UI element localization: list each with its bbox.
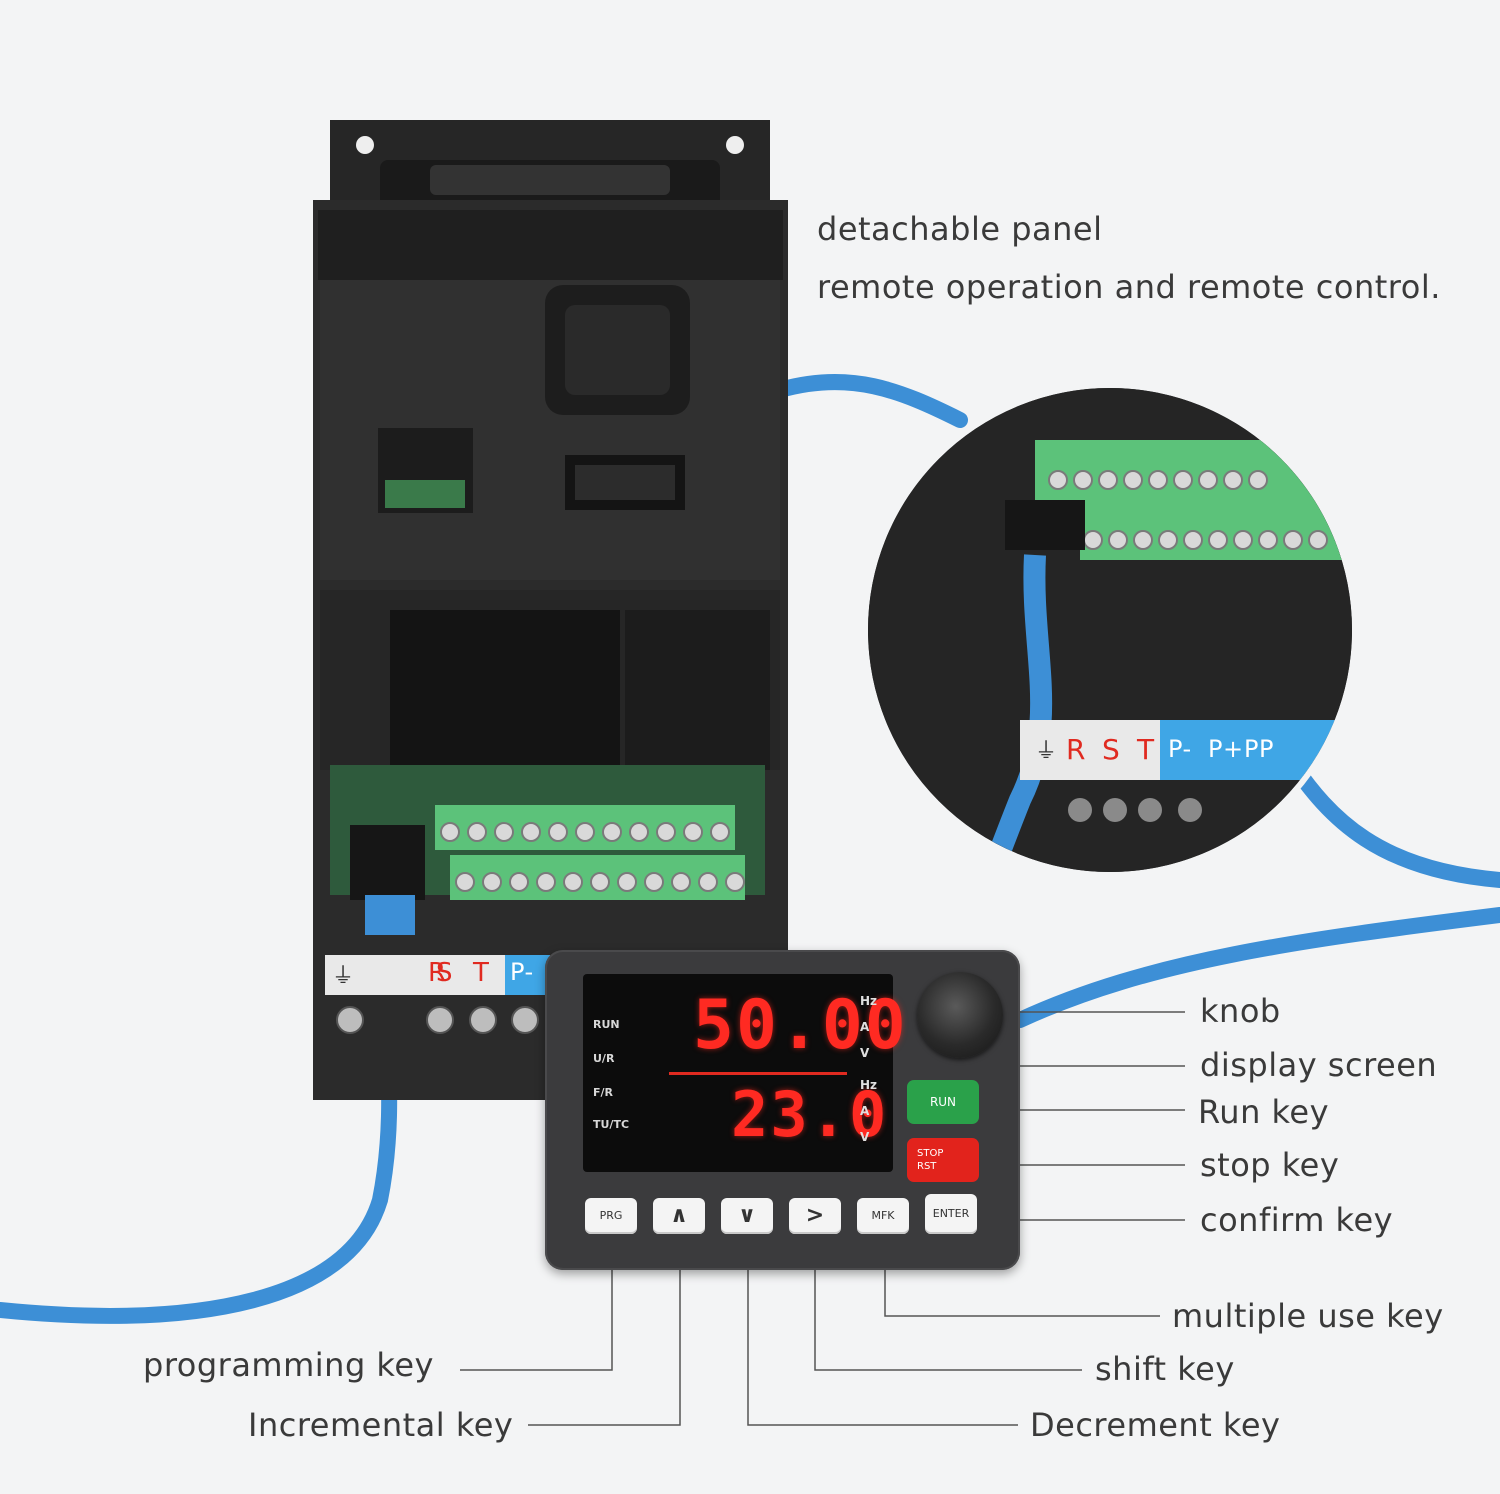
incremental-key[interactable]: ∧ [653, 1198, 705, 1234]
terminal-t: T [473, 958, 490, 988]
unit-a-top: A [860, 1020, 870, 1034]
callout-confirm-key: confirm key [1200, 1201, 1394, 1239]
confirm-key[interactable]: ENTER [925, 1194, 977, 1234]
zoom-terminal-p-plus: P+ [1208, 735, 1244, 763]
indicator-fr: F/R [593, 1086, 614, 1099]
callout-incremental-key: Incremental key [248, 1406, 514, 1444]
display-top-value: 50.00 [693, 986, 908, 1065]
unit-a-bottom: A [860, 1104, 870, 1118]
indicator-run: RUN [593, 1018, 620, 1031]
callout-knob: knob [1200, 992, 1281, 1030]
unit-hz-top: Hz [860, 994, 878, 1008]
display-screen: RUN U/R F/R TU/TC 50.00 23.0 Hz A V Hz A… [583, 974, 906, 1172]
unit-v-bottom: V [860, 1130, 870, 1144]
terminal-r: R [428, 958, 447, 988]
shift-key[interactable]: > [789, 1198, 841, 1234]
terminal-p-minus: P- [510, 958, 534, 986]
indicator-ur: U/R [593, 1052, 615, 1065]
stop-key-label-2: RST [917, 1161, 937, 1172]
zoom-terminal-s: S [1102, 733, 1121, 766]
zoom-terminal-pp: PP [1244, 735, 1274, 763]
zoom-terminal-p-minus: P- [1168, 735, 1192, 763]
display-divider [669, 1072, 847, 1075]
decrement-key[interactable]: ∨ [721, 1198, 773, 1234]
callout-multiple-use-key: multiple use key [1172, 1297, 1444, 1335]
knob[interactable] [917, 972, 1003, 1058]
multiple-use-key[interactable]: MFK [857, 1198, 909, 1234]
callout-panel-subtitle: remote operation and remote control. [817, 268, 1441, 306]
terminal-ground: ⏚ [332, 964, 355, 989]
unit-v-top: V [860, 1046, 870, 1060]
indicator-tutc: TU/TC [593, 1118, 630, 1131]
zoom-terminal-t: T [1137, 733, 1155, 766]
callout-panel-title: detachable panel [817, 210, 1103, 248]
callout-decrement-key: Decrement key [1030, 1406, 1281, 1444]
terminal-s: S [436, 958, 454, 988]
callout-run-key: Run key [1198, 1093, 1330, 1131]
zoom-terminal-ground: ⏚ [1035, 739, 1058, 764]
programming-key[interactable]: PRG [585, 1198, 637, 1234]
callout-programming-key: programming key [143, 1346, 434, 1384]
stop-key[interactable]: STOP RST [907, 1138, 979, 1182]
callout-shift-key: shift key [1095, 1350, 1235, 1388]
run-key[interactable]: RUN [907, 1080, 979, 1124]
stop-key-label: STOP [917, 1148, 944, 1159]
keypad-panel: RUN U/R F/R TU/TC 50.00 23.0 Hz A V Hz A… [545, 950, 1020, 1270]
display-bottom-value: 23.0 [731, 1078, 889, 1151]
unit-hz-bottom: Hz [860, 1078, 878, 1092]
callout-display-screen: display screen [1200, 1046, 1438, 1084]
zoom-terminal-r: R [1066, 733, 1086, 766]
callout-stop-key: stop key [1200, 1146, 1340, 1184]
